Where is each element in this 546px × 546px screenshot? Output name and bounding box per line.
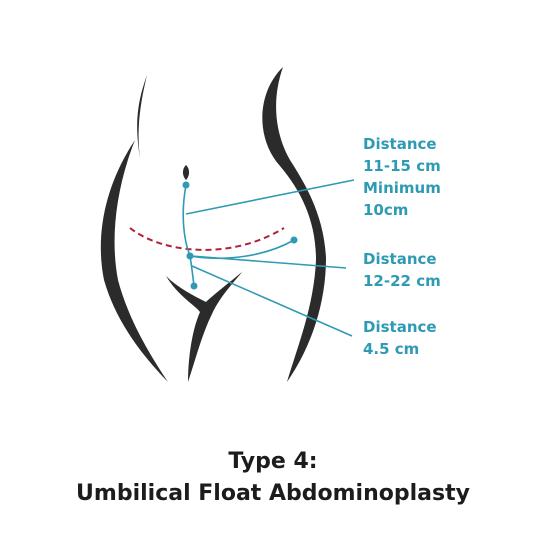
right-waist-hip [262,67,326,382]
incision-midpoint [186,252,194,260]
distance-label-1-line-3: Minimum [363,179,441,197]
title-line-2: Umbilical Float Abdominoplasty [76,481,470,506]
distance-label-3-line-2: 4.5 cm [363,340,419,358]
distance-label-1-line-2: 11-15 cm [363,157,441,175]
incision-line [129,227,285,251]
measurement-points [182,181,298,290]
lateral-anchor-point [290,236,298,244]
umbilicus-marker-icon [182,165,190,180]
measurement-lines [182,179,355,337]
distance-label-3-line-1: Distance [363,318,437,336]
distance-label-2-line-1: Distance [363,250,437,268]
left-hip [100,140,168,382]
diagram-title: Type 4: Umbilical Float Abdominoplasty [76,449,470,506]
title-line-1: Type 4: [228,449,317,474]
distance-label-3: Distance 4.5 cm [363,318,437,358]
groin-curve [166,272,242,382]
distance-label-1: Distance 11-15 cm Minimum 10cm [363,135,441,219]
distance-label-1-line-4: 10cm [363,201,408,219]
pubis-point [190,282,198,290]
umbilicus-point [182,181,190,189]
distance-label-1-line-1: Distance [363,135,437,153]
distance-label-2: Distance 12-22 cm [363,250,441,290]
midline-measure [182,184,195,287]
leader-line-3 [191,265,353,337]
left-upper-waist [137,75,147,158]
leader-line-1 [185,179,355,215]
leader-line-2 [190,255,347,269]
distance-label-2-line-2: 12-22 cm [363,272,441,290]
torso-outline [100,67,326,382]
